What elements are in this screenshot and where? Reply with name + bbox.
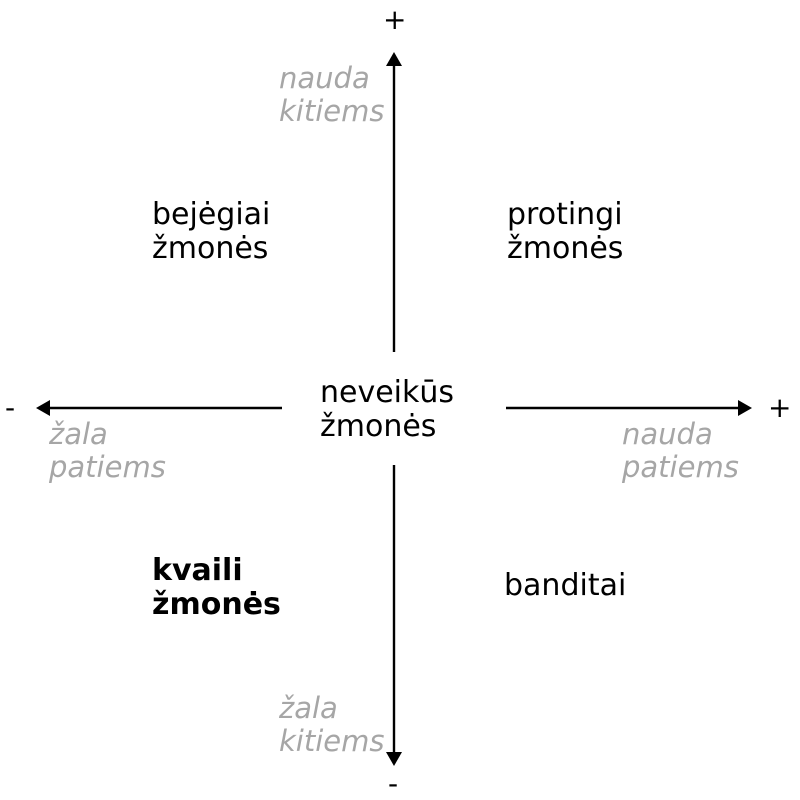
y-axis-down-arrowhead <box>386 752 402 766</box>
y-top-hint: nauda kitiems <box>279 62 384 128</box>
y-bottom-hint: žala kitiems <box>279 692 384 758</box>
center-line2: žmonės <box>320 409 437 444</box>
x-right-hint-line1: nauda <box>622 417 713 451</box>
y-bottom-hint-line2: kitiems <box>279 724 385 758</box>
x-axis-left-arrowhead <box>36 400 50 416</box>
quadrant-bottom-left-line1: kvaili <box>152 553 243 588</box>
y-axis-up-arrowhead <box>386 52 402 66</box>
y-axis-plus-sign: + <box>383 3 407 36</box>
quadrant-top-left-label: bejėgiai žmonės <box>152 198 270 266</box>
quadrant-bottom-left-line2: žmonės <box>152 587 281 622</box>
quadrant-top-right-line1: protingi <box>507 197 623 232</box>
y-bottom-hint-line1: žala <box>279 691 338 725</box>
x-axis-plus-sign: + <box>768 391 792 424</box>
quadrant-bottom-right-line1: banditai <box>504 568 627 603</box>
quadrant-top-left-line2: žmonės <box>152 231 269 266</box>
quadrant-top-right-line2: žmonės <box>507 231 624 266</box>
x-axis-right-arrowhead <box>738 400 752 416</box>
x-right-hint: nauda patiems <box>622 418 739 484</box>
quadrant-top-right-label: protingi žmonės <box>507 198 623 266</box>
x-right-hint-line2: patiems <box>622 450 739 484</box>
quadrant-top-left-line1: bejėgiai <box>152 197 271 232</box>
x-left-hint-line2: patiems <box>49 450 166 484</box>
x-left-hint: žala patiems <box>49 418 166 484</box>
center-line1: neveikūs <box>320 375 455 410</box>
x-axis-minus-sign: - <box>5 391 16 424</box>
y-top-hint-line2: kitiems <box>279 94 385 128</box>
quadrant-bottom-left-label: kvaili žmonės <box>152 554 281 622</box>
center-label: neveikūs žmonės <box>320 376 454 444</box>
y-top-hint-line1: nauda <box>279 61 370 95</box>
x-left-hint-line1: žala <box>49 417 108 451</box>
y-axis-minus-sign: - <box>388 767 399 800</box>
quadrant-bottom-right-label: banditai <box>504 569 626 603</box>
